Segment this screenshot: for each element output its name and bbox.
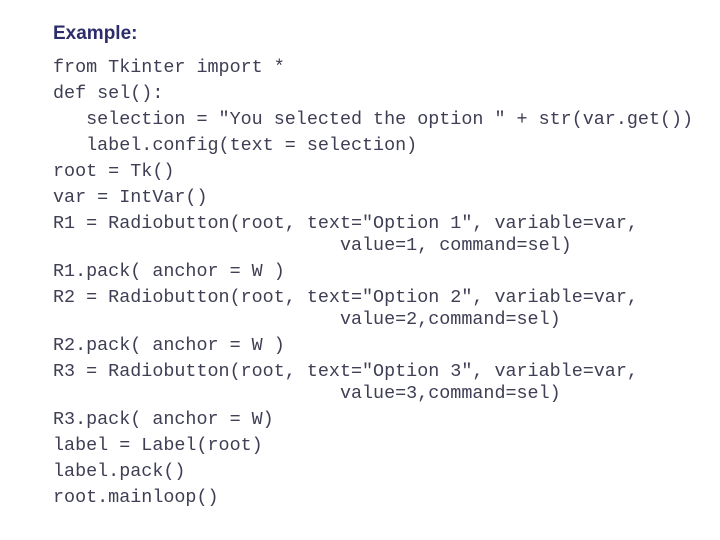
page-title: Example: [53,23,138,44]
code-line: from Tkinter import * [53,57,285,78]
code-line: label.config(text = selection) [53,135,418,156]
code-line: R3.pack( anchor = W) [53,409,274,430]
code-line: var = IntVar() [53,187,208,208]
code-line: selection = "You selected the option " +… [53,109,694,130]
code-line: R2.pack( anchor = W ) [53,335,285,356]
code-line: def sel(): [53,83,164,104]
code-block: from Tkinter import * def sel(): selecti… [53,57,716,509]
code-line: R1 = Radiobutton(root, text="Option 1", … [53,213,638,256]
code-line: R3 = Radiobutton(root, text="Option 3", … [53,361,638,404]
code-line: root.mainloop() [53,487,219,508]
code-line: R2 = Radiobutton(root, text="Option 2", … [53,287,638,330]
slide-content: Example: from Tkinter import * def sel()… [53,24,716,513]
code-line: R1.pack( anchor = W ) [53,261,285,282]
code-line: label.pack() [53,461,186,482]
code-line: label = Label(root) [53,435,263,456]
code-line: root = Tk() [53,161,175,182]
